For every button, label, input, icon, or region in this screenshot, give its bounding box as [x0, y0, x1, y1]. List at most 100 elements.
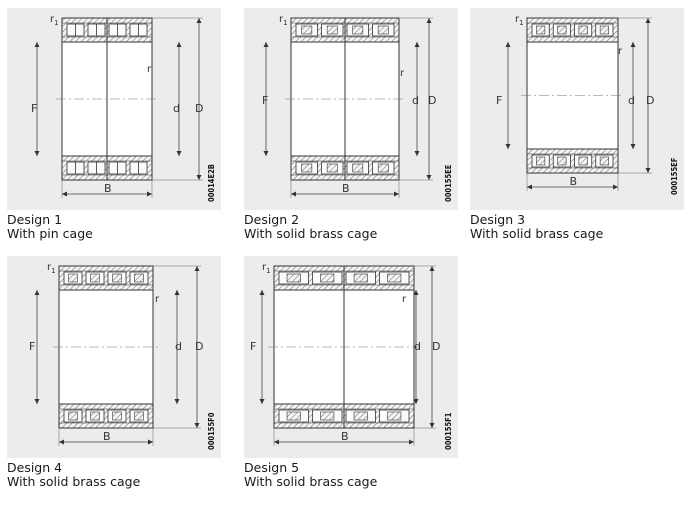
- brass-cage-segment: [352, 163, 364, 173]
- outer-ring-top: [526, 17, 619, 43]
- dimension-B: [527, 184, 618, 190]
- label-B: B: [104, 182, 112, 195]
- brass-cage-segment: [68, 411, 78, 421]
- brass-cage-segment: [112, 411, 122, 421]
- label-r1-subscript: 1: [51, 267, 55, 275]
- brass-cage-segment: [352, 25, 364, 35]
- label-r: r: [402, 294, 407, 305]
- brass-cage-segment: [301, 163, 313, 173]
- dimension-F: [259, 290, 265, 404]
- design-subtitle: With solid brass cage: [244, 474, 378, 489]
- brass-cage-segment: [578, 156, 588, 166]
- label-r1: r1: [47, 262, 56, 275]
- design-3-caption: Design 3 With solid brass cage: [470, 213, 603, 241]
- label-r1: r1: [279, 14, 288, 27]
- brass-cage-segment: [286, 273, 301, 283]
- design-4-caption: Design 4 With solid brass cage: [7, 461, 140, 489]
- label-D: D: [432, 340, 440, 353]
- label-B: B: [341, 430, 349, 443]
- brass-cage-segment: [112, 273, 122, 283]
- label-r1-subscript: 1: [54, 19, 58, 27]
- brass-cage-segment: [134, 411, 144, 421]
- dimension-D: [645, 18, 651, 173]
- design-1-caption: Design 1 With pin cage: [7, 213, 93, 241]
- design-title: Design 3: [470, 212, 526, 227]
- label-d: d: [173, 102, 180, 115]
- drawing-code: 000155F0: [207, 412, 216, 450]
- drawing-code: 00014E2B: [207, 164, 216, 202]
- label-D: D: [195, 340, 203, 353]
- dimension-D: [194, 266, 200, 428]
- brass-cage-segment: [301, 25, 313, 35]
- dimension-d: [414, 42, 420, 156]
- brass-cage-segment: [387, 273, 402, 283]
- drawing-code: 000155F1: [444, 412, 453, 450]
- brass-cage-segment: [353, 273, 368, 283]
- dimension-B: [274, 439, 414, 445]
- design-subtitle: With solid brass cage: [470, 226, 604, 241]
- brass-cage-segment: [326, 163, 338, 173]
- label-d: d: [412, 94, 419, 107]
- design-title: Design 4: [7, 460, 63, 475]
- label-r1: r1: [262, 262, 271, 275]
- drawing-code: 000155EE: [444, 164, 453, 202]
- label-F: F: [262, 94, 268, 107]
- dimension-B: [291, 191, 399, 197]
- brass-cage-segment: [377, 163, 389, 173]
- brass-cage-segment: [536, 156, 546, 166]
- label-B: B: [570, 175, 578, 188]
- label-r: r: [618, 46, 623, 57]
- drawing-code: 000155EF: [670, 157, 679, 195]
- dimension-B: [59, 439, 153, 445]
- label-F: F: [496, 94, 502, 107]
- brass-cage-segment: [90, 273, 100, 283]
- label-d: d: [628, 94, 635, 107]
- brass-cage-segment: [578, 25, 588, 35]
- dimension-F: [505, 42, 511, 149]
- dimension-B: [62, 191, 152, 197]
- label-r1-subscript: 1: [266, 267, 270, 275]
- design-title: Design 5: [244, 460, 300, 475]
- brass-cage-segment: [68, 273, 78, 283]
- label-r1-subscript: 1: [519, 19, 523, 27]
- dimension-d: [176, 42, 182, 156]
- dimension-d: [174, 290, 180, 404]
- label-F: F: [31, 102, 37, 115]
- label-r1-subscript: 1: [283, 19, 287, 27]
- brass-cage-segment: [536, 25, 546, 35]
- brass-cage-segment: [320, 411, 335, 421]
- label-d: d: [175, 340, 182, 353]
- brass-cage-segment: [599, 156, 609, 166]
- label-r: r: [400, 68, 405, 79]
- design-subtitle: With solid brass cage: [7, 474, 141, 489]
- brass-cage-segment: [557, 156, 567, 166]
- brass-cage-segment: [134, 273, 144, 283]
- label-r1: r1: [50, 14, 59, 27]
- design-title: Design 2: [244, 212, 300, 227]
- label-r: r: [147, 64, 152, 75]
- dimension-D: [429, 266, 435, 428]
- brass-cage-segment: [320, 273, 335, 283]
- brass-cage-segment: [326, 25, 338, 35]
- dimension-D: [426, 18, 432, 180]
- label-B: B: [103, 430, 111, 443]
- label-F: F: [29, 340, 35, 353]
- outer-ring-bottom: [526, 148, 619, 174]
- dimension-d: [413, 290, 419, 404]
- brass-cage-segment: [286, 411, 301, 421]
- outer-ring-bottom: [58, 403, 154, 429]
- label-D: D: [195, 102, 203, 115]
- label-F: F: [250, 340, 256, 353]
- design-title: Design 1: [7, 212, 63, 227]
- brass-cage-segment: [599, 25, 609, 35]
- brass-cage-segment: [387, 411, 402, 421]
- brass-cage-segment: [557, 25, 567, 35]
- design-subtitle: With pin cage: [7, 226, 93, 241]
